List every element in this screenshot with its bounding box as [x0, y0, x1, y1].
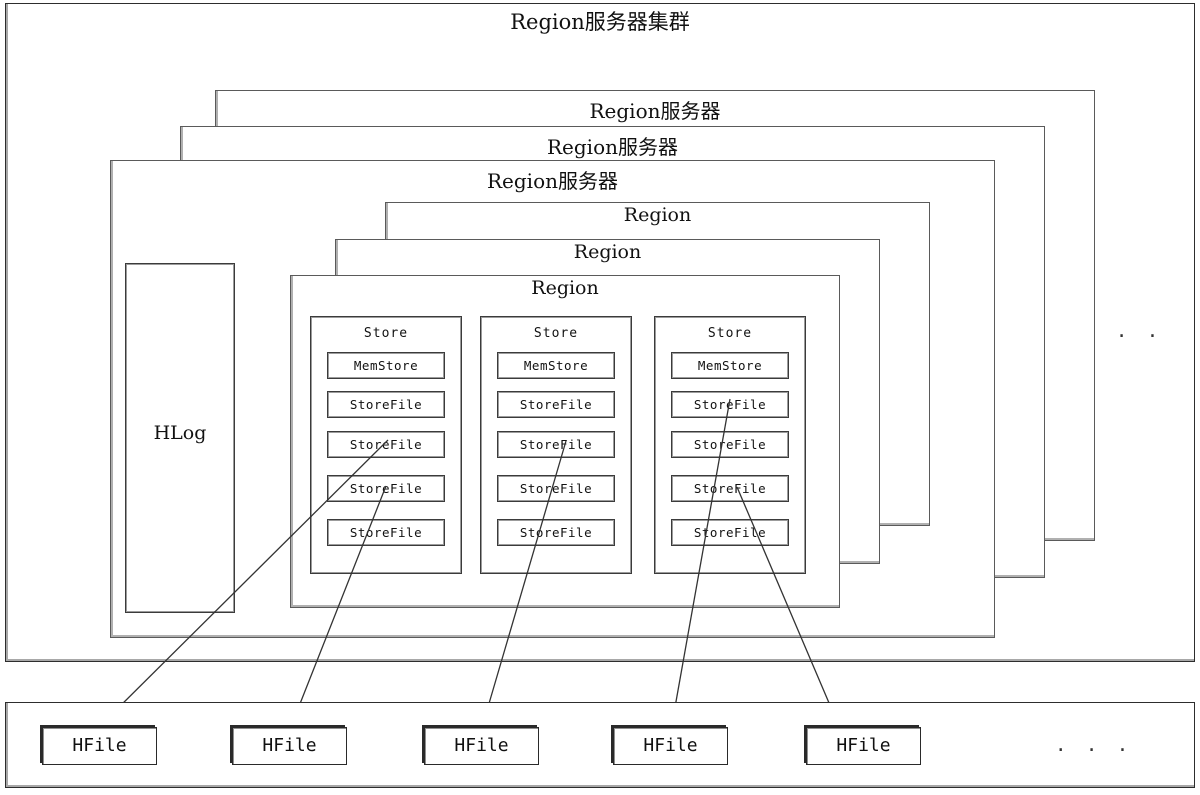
region-label-1: Region: [531, 277, 599, 299]
hfile-box-1[interactable]: [42, 727, 157, 765]
storefile-box-2-1[interactable]: [497, 391, 615, 418]
memstore-label-1: MemStore: [353, 358, 419, 373]
region-label-3: Region: [623, 204, 692, 226]
store-title-2: Store: [533, 326, 579, 341]
cluster-ellipsis: . . .: [1085, 320, 1163, 342]
hfile-box-2[interactable]: [232, 727, 347, 765]
region-server-label-2: Region服务器: [546, 135, 678, 159]
storefile-label-2-3: StoreFile: [519, 481, 593, 496]
hfile-ellipsis: . . .: [1055, 734, 1133, 756]
region-label-2: Region: [573, 241, 642, 263]
storefile-label-2-1: StoreFile: [519, 397, 593, 412]
storefile-label-1-2: StoreFile: [349, 437, 423, 452]
hfile-strip-box: [5, 702, 1195, 788]
hfile-label-1: HFile: [72, 735, 127, 756]
region-server-label-1: Region服务器: [486, 169, 618, 193]
hlog-label: HLog: [153, 422, 207, 444]
storefile-label-2-2: StoreFile: [519, 437, 593, 452]
storefile-label-2-4: StoreFile: [519, 525, 593, 540]
storefile-label-3-4: StoreFile: [693, 525, 767, 540]
storefile-label-1-3: StoreFile: [349, 481, 423, 496]
store-title-3: Store: [707, 326, 753, 341]
storefile-label-3-2: StoreFile: [693, 437, 767, 452]
hfile-label-3: HFile: [454, 735, 509, 756]
hfile-box-3[interactable]: [424, 727, 539, 765]
hfile-label-5: HFile: [836, 735, 891, 756]
hfile-box-4[interactable]: [613, 727, 728, 765]
memstore-box-2[interactable]: [497, 352, 615, 379]
storefile-label-1-1: StoreFile: [349, 397, 423, 412]
hfile-box-5[interactable]: [806, 727, 921, 765]
storefile-label-3-3: StoreFile: [693, 481, 767, 496]
storefile-label-3-1: StoreFile: [693, 397, 767, 412]
storefile-label-1-4: StoreFile: [349, 525, 423, 540]
store-title-1: Store: [363, 326, 409, 341]
hfile-label-2: HFile: [262, 735, 317, 756]
memstore-label-2: MemStore: [523, 358, 589, 373]
storefile-box-1-1[interactable]: [327, 391, 445, 418]
memstore-label-3: MemStore: [697, 358, 763, 373]
page-title: Region服务器集群: [510, 10, 690, 34]
hfile-label-4: HFile: [643, 735, 698, 756]
region-server-label-3: Region服务器: [589, 99, 721, 123]
memstore-box-3[interactable]: [671, 352, 789, 379]
memstore-box-1[interactable]: [327, 352, 445, 379]
